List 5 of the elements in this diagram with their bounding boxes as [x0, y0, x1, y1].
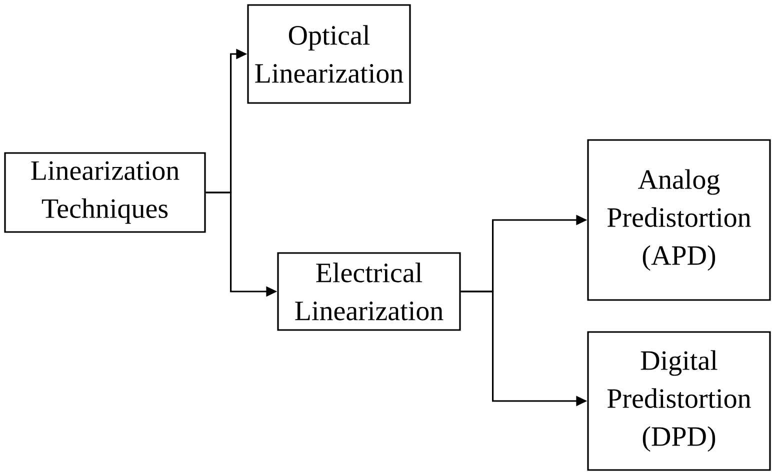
process-box: Analog Predistortion (APD) — [587, 139, 771, 301]
process-box: Optical Linearization — [247, 4, 411, 104]
process-box: Linearization Techniques — [4, 152, 206, 233]
process-box: Digital Predistortion (DPD) — [587, 331, 771, 471]
process-box: Electrical Linearization — [277, 252, 461, 331]
